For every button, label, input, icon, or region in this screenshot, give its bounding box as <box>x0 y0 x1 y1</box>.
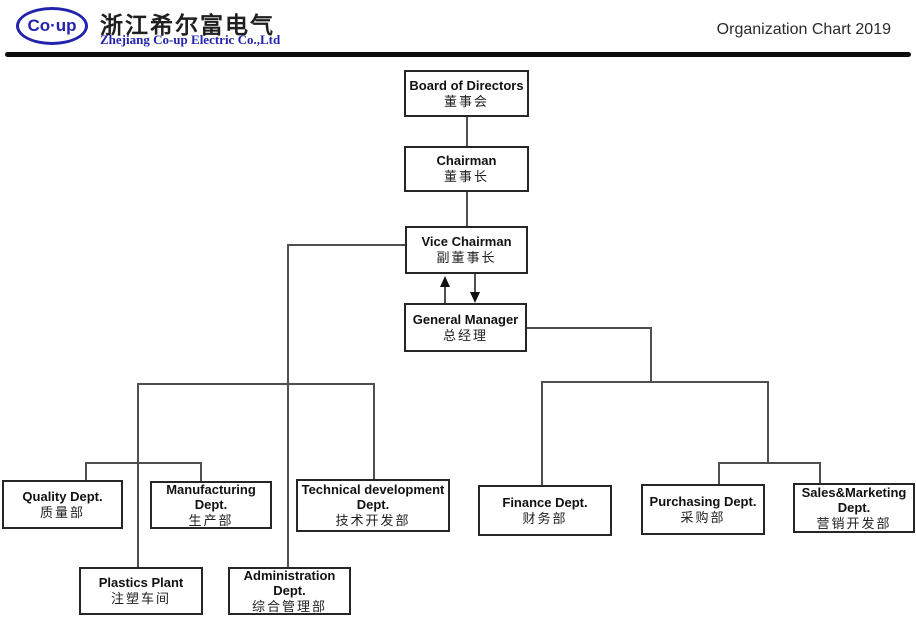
logo-text: Co·up <box>27 16 77 35</box>
org-node-finance-dept: Finance Dept. 财务部 <box>478 485 612 536</box>
page-title: Organization Chart 2019 <box>716 21 891 38</box>
connector-line <box>527 327 651 329</box>
org-node-general-manager: General Manager 总经理 <box>404 303 527 352</box>
org-node-purchasing-dept: Purchasing Dept. 采购部 <box>641 484 765 535</box>
connector-line <box>200 462 202 481</box>
connector-line <box>85 462 201 464</box>
connector-line <box>541 381 768 383</box>
org-node-board-of-directors: Board of Directors 董事会 <box>404 70 529 117</box>
connector-line <box>718 462 820 464</box>
node-label-cn: 总经理 <box>442 327 488 343</box>
connector-line <box>466 192 468 226</box>
connector-line <box>541 381 543 485</box>
connector-line <box>474 274 476 293</box>
node-label-en: Technical development Dept. <box>301 482 445 512</box>
org-node-administration-dept: Administration Dept. 综合管理部 <box>228 567 351 615</box>
node-label-cn: 生产部 <box>188 512 234 528</box>
node-label-en: Board of Directors <box>409 77 524 93</box>
connector-line <box>137 383 374 385</box>
org-node-quality-dept: Quality Dept. 质量部 <box>2 480 123 529</box>
connector-line <box>444 284 446 303</box>
node-label-cn: 董事长 <box>443 169 489 184</box>
node-label-en: Plastics Plant <box>98 575 184 590</box>
connector-line <box>373 383 375 479</box>
connector-line <box>819 462 821 483</box>
node-label-en: Administration Dept. <box>243 567 336 598</box>
org-node-plastics-plant: Plastics Plant 注塑车间 <box>79 567 203 615</box>
connector-line <box>287 244 289 567</box>
node-label-cn: 质量部 <box>39 504 85 520</box>
org-node-manufacturing-dept: Manufacturing Dept. 生产部 <box>150 481 272 529</box>
node-label-en: Manufacturing Dept. <box>166 481 256 512</box>
node-label-en: Purchasing Dept. <box>649 493 757 509</box>
node-label-en: Sales&Marketing Dept. <box>801 484 907 515</box>
connector-line <box>466 117 468 146</box>
org-node-sales-marketing-dept: Sales&Marketing Dept. 营销开发部 <box>793 483 915 533</box>
connector-line <box>767 381 769 462</box>
node-label-en: Quality Dept. <box>22 488 103 504</box>
node-label-cn: 营销开发部 <box>816 515 892 531</box>
company-name-cn: 浙江希尔富电气 <box>100 12 275 38</box>
node-label-cn: 采购部 <box>680 509 726 525</box>
node-label-cn: 财务部 <box>522 510 568 526</box>
org-node-chairman: Chairman 董事长 <box>404 146 529 192</box>
connector-line <box>137 383 139 567</box>
connector-line <box>287 244 405 246</box>
arrow-up-icon <box>440 276 450 287</box>
arrow-down-icon <box>470 292 480 303</box>
company-logo: Co·up <box>16 7 88 45</box>
node-label-cn: 技术开发部 <box>335 513 411 528</box>
org-node-technical-development-dept: Technical development Dept. 技术开发部 <box>296 479 450 532</box>
node-label-en: Vice Chairman <box>421 234 512 249</box>
node-label-cn: 注塑车间 <box>110 591 171 606</box>
node-label-en: Chairman <box>436 153 497 168</box>
node-label-cn: 副董事长 <box>436 250 497 265</box>
node-label-en: General Manager <box>412 311 519 327</box>
node-label-cn: 董事会 <box>443 93 489 109</box>
node-label-cn: 综合管理部 <box>251 598 327 614</box>
connector-line <box>85 462 87 481</box>
connector-line <box>718 462 720 484</box>
org-node-vice-chairman: Vice Chairman 副董事长 <box>405 226 528 274</box>
company-name-en: Zhejiang Co-up Electric Co.,Ltd <box>100 32 281 47</box>
header-divider <box>5 52 911 57</box>
node-label-en: Finance Dept. <box>502 494 588 510</box>
connector-line <box>650 327 652 381</box>
